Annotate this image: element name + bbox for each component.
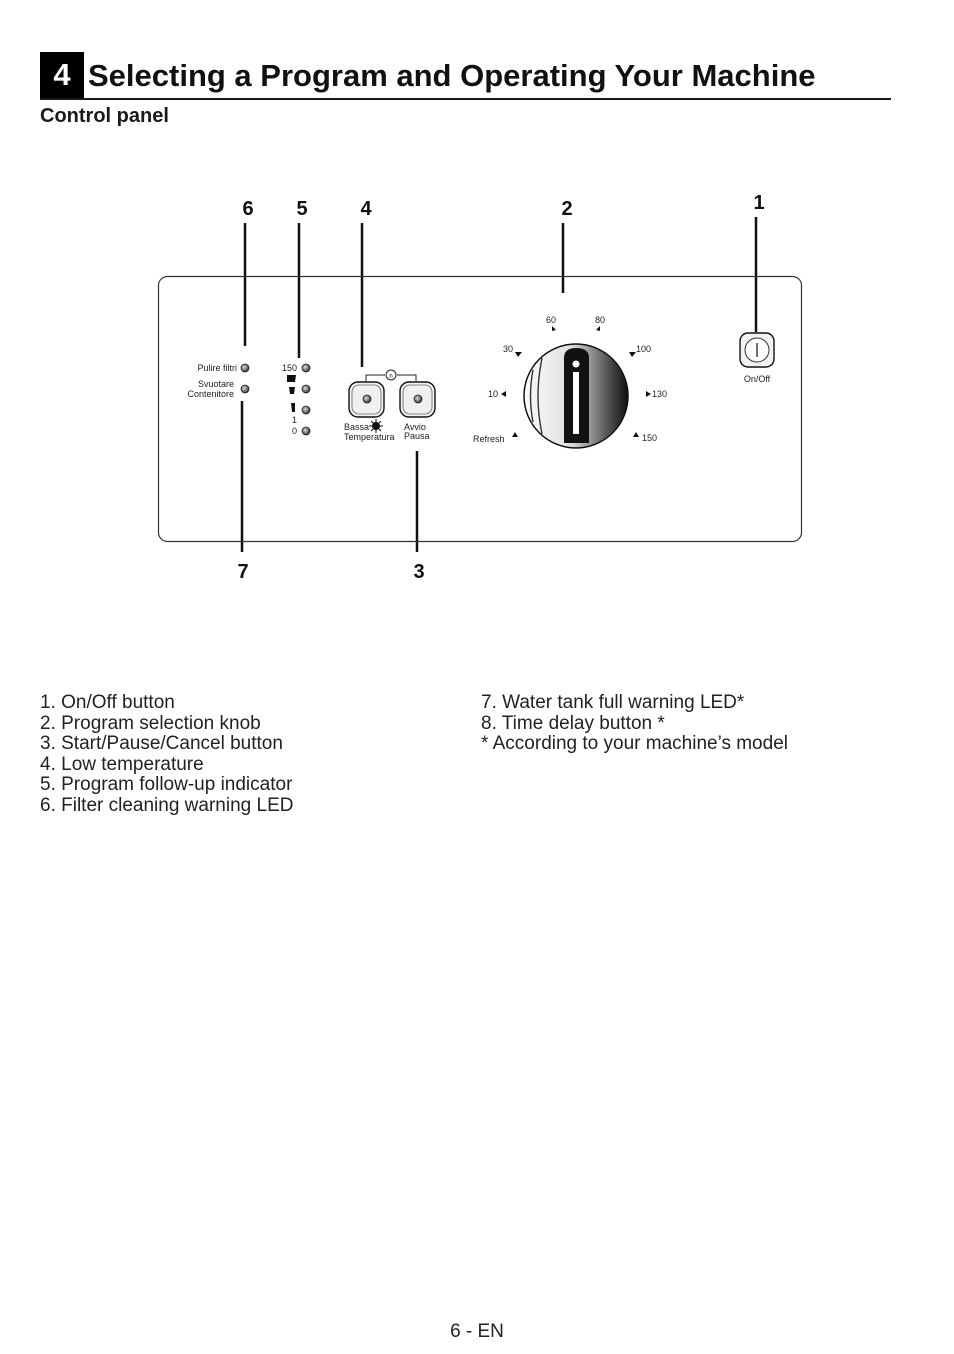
tank-led-label-1: Svuotare <box>198 379 234 389</box>
dial-label-30: 30 <box>503 344 513 354</box>
dial-label-100: 100 <box>636 344 651 354</box>
callout-4: 4 <box>360 198 372 220</box>
legend-item: 7. Water tank full warning LED* <box>481 692 745 713</box>
on-off-label: On/Off <box>744 374 771 384</box>
followup-level-bar-1 <box>287 375 296 382</box>
legend-item: 3. Start/Pause/Cancel button <box>40 733 283 754</box>
followup-mid-label: 1 <box>292 415 297 425</box>
start-pause-led <box>413 394 423 404</box>
followup-level-bar-3 <box>291 403 295 412</box>
legend-right: 7. Water tank full warning LED* 8. Time … <box>481 692 788 755</box>
low-temp-label-1: Bassa <box>344 422 369 432</box>
control-panel-diagram: 1 2 3 4 5 6 7 Pulire filtri Svuotare Con… <box>157 192 803 583</box>
followup-led-1 <box>301 363 311 373</box>
program-selection-knob[interactable] <box>523 343 629 449</box>
low-temperature-button[interactable] <box>348 381 385 418</box>
delay-icon-label: h <box>389 374 392 380</box>
dial-marker-150 <box>633 432 639 437</box>
filter-cleaning-led <box>240 363 250 373</box>
section-number: 4 <box>40 52 84 98</box>
followup-led-3 <box>301 405 311 415</box>
legend-item: 5. Program follow-up indicator <box>40 774 293 795</box>
filter-led-label: Pulire filtri <box>197 363 237 373</box>
followup-bottom-label: 0 <box>292 426 297 436</box>
legend-item: 8. Time delay button * <box>481 712 665 734</box>
callout-1: 1 <box>753 192 764 214</box>
time-delay-button[interactable]: h <box>365 369 417 381</box>
dial-marker-30 <box>515 352 522 357</box>
dial-marker-80 <box>596 326 600 331</box>
sun-icon <box>369 419 383 433</box>
panel-frame <box>157 275 803 543</box>
dial-label-80: 80 <box>595 315 605 325</box>
legend-item: 1. On/Off button <box>40 692 175 713</box>
subtitle: Control panel <box>40 105 169 127</box>
start-label-2: Pausa <box>404 431 430 441</box>
followup-led-2 <box>301 384 311 394</box>
start-label-1: Avvio <box>404 422 426 432</box>
dial-label-130: 130 <box>652 389 667 399</box>
dial-label-150: 150 <box>642 433 657 443</box>
clock-icon <box>385 369 397 381</box>
page-number: 6 - EN <box>450 1321 504 1342</box>
dial-marker-100 <box>629 352 636 357</box>
dial-marker-130 <box>646 391 651 397</box>
dial-marker-10 <box>501 391 506 397</box>
callout-7: 7 <box>237 561 248 583</box>
water-tank-led <box>240 384 250 394</box>
dial-marker-refresh <box>512 432 518 437</box>
dial-label-refresh: Refresh <box>473 434 505 444</box>
followup-top-label: 150 <box>282 363 297 373</box>
followup-level-bar-2 <box>289 387 295 394</box>
tank-led-label-2: Contenitore <box>187 389 234 399</box>
dial-marker-60 <box>552 326 556 331</box>
section-header: 4 Selecting a Program and Operating Your… <box>40 52 891 100</box>
program-follow-up-indicator: 150 1 0 <box>282 363 311 436</box>
legend-item: 2. Program selection knob <box>40 712 261 734</box>
on-off-button[interactable] <box>739 332 775 368</box>
callout-6: 6 <box>242 198 253 220</box>
callout-3: 3 <box>413 561 424 583</box>
legend-note: * According to your machine’s model <box>481 733 788 754</box>
section-title: Selecting a Program and Operating Your M… <box>88 58 816 93</box>
legend-left: 1. On/Off button 2. Program selection kn… <box>40 692 294 816</box>
low-temperature-led <box>362 394 372 404</box>
dial-label-10: 10 <box>488 389 498 399</box>
legend-item: 4. Low temperature <box>40 753 204 775</box>
knob-pointer <box>573 372 579 434</box>
start-pause-button[interactable] <box>399 381 436 418</box>
followup-led-4 <box>301 426 311 436</box>
low-temp-label-2: Temperatura <box>344 432 395 442</box>
dial-label-60: 60 <box>546 315 556 325</box>
callout-2: 2 <box>561 198 572 220</box>
legend-item: 6. Filter cleaning warning LED <box>40 794 294 816</box>
callout-5: 5 <box>296 198 307 220</box>
